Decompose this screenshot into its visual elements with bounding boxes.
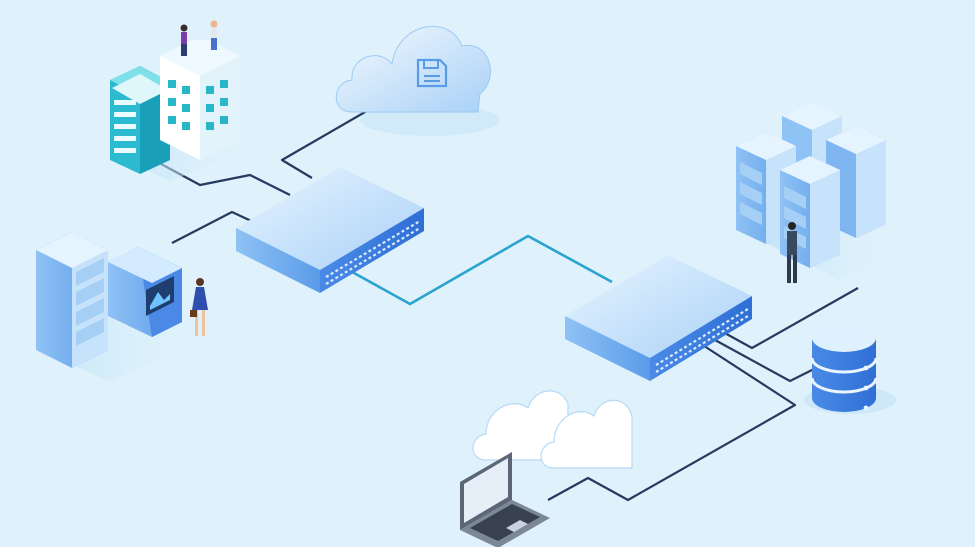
database (804, 324, 896, 414)
person-woman (190, 278, 208, 336)
cloud-icon (540, 399, 633, 469)
network-switch-right (565, 255, 752, 381)
cloud-pair (472, 390, 633, 469)
link-cloud-switch (280, 107, 373, 179)
server-workstation (36, 232, 208, 382)
link-switch-database (703, 333, 817, 383)
network-switch-left (236, 167, 424, 293)
server-rack-icon (736, 102, 886, 268)
cloud-save-icon (335, 25, 491, 113)
person-man (787, 222, 797, 283)
laptop (460, 452, 550, 547)
rooftop-people (180, 20, 218, 56)
laptop-icon (460, 452, 550, 547)
cloud-storage (335, 25, 500, 136)
link-switch-laptop (547, 341, 797, 502)
server-rack-cluster (736, 102, 910, 283)
link-switch-switch (344, 234, 613, 306)
database-icon (810, 324, 878, 412)
office-building (110, 20, 260, 182)
cloud-icon (472, 390, 569, 461)
